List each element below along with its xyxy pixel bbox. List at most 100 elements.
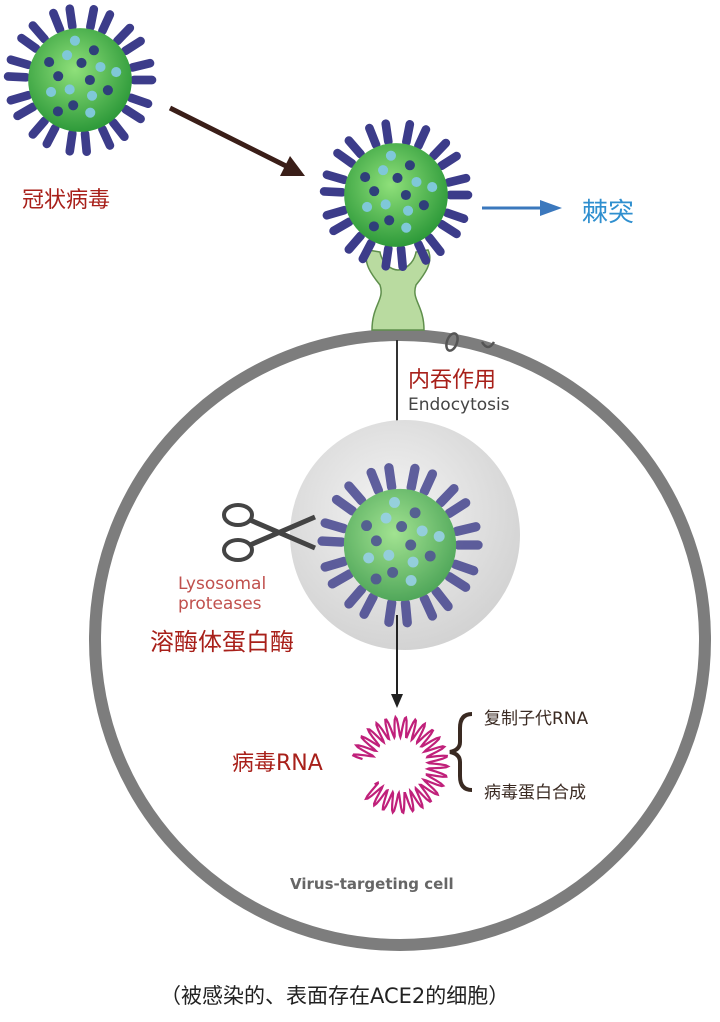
virus-body (344, 143, 448, 247)
scissors-icon (222, 503, 316, 562)
spike-protein (384, 463, 397, 492)
surface-protein (76, 57, 87, 68)
spike-protein (359, 592, 378, 619)
surface-protein (380, 512, 392, 524)
surface-protein (111, 67, 122, 78)
spike-protein (344, 584, 367, 609)
viral-rna-coil (351, 714, 451, 815)
approach-arrow-head (280, 156, 305, 176)
surface-protein (363, 552, 375, 564)
spike-protein (429, 138, 451, 161)
surface-protein (68, 100, 79, 111)
surface-protein (433, 530, 445, 542)
spike-protein (6, 55, 33, 70)
spike-protein (431, 586, 453, 612)
spike-protein (450, 559, 479, 576)
coronavirus-bound (319, 119, 473, 272)
label-endocytosis-en: Endocytosis (408, 395, 510, 415)
surface-protein (369, 186, 380, 197)
surface-protein (53, 71, 64, 82)
spike-protein (3, 72, 31, 82)
surface-protein (404, 160, 415, 171)
surface-protein (361, 520, 373, 532)
coronavirus-free (3, 4, 157, 157)
surface-protein (380, 199, 391, 210)
surface-protein (84, 74, 95, 86)
surface-protein (385, 150, 396, 161)
surface-protein (370, 535, 382, 547)
spike-protein (444, 173, 471, 187)
surface-protein (405, 539, 417, 551)
label-lysosomal-en-1: Lysosomal (178, 574, 267, 594)
spike-protein (414, 239, 431, 265)
label-viral-rna: 病毒RNA (232, 751, 323, 776)
spike-protein (319, 187, 347, 197)
membrane-pit (480, 341, 496, 349)
surface-protein (88, 45, 99, 56)
label-lysosomal-cn: 溶酶体蛋白酶 (150, 628, 294, 656)
surface-protein (378, 165, 389, 176)
spike-protein (98, 10, 115, 36)
surface-protein (85, 107, 96, 118)
spike-protein (320, 518, 349, 534)
spike-protein (419, 469, 438, 497)
spike-protein (444, 498, 471, 519)
surface-protein (387, 566, 399, 578)
brace-icon (449, 712, 473, 792)
ace2-receptor (365, 249, 431, 331)
label-coronavirus: 冠状病毒 (22, 188, 111, 213)
release-arrow-head (391, 694, 403, 708)
cell-membrane (89, 329, 711, 951)
surface-protein (62, 50, 73, 61)
spike-protein (86, 5, 99, 32)
spike-protein (452, 522, 481, 537)
spike-protein (327, 569, 354, 589)
surface-protein (427, 182, 438, 193)
spike-protein (126, 93, 153, 109)
virus-body (28, 28, 132, 132)
surface-protein (403, 205, 414, 216)
spike-protein (13, 102, 38, 121)
surface-protein (405, 574, 417, 586)
coronavirus-in-lysosome (317, 463, 483, 628)
label-endocytosis-cn: 内吞作用 (408, 368, 497, 393)
surface-protein (411, 176, 422, 188)
surface-protein (409, 507, 421, 519)
spike-protein (344, 481, 367, 506)
spike-protein (17, 33, 41, 53)
surface-protein (424, 550, 436, 562)
spike-protein (400, 598, 412, 628)
spike-protein (402, 120, 415, 147)
surface-protein (396, 521, 408, 532)
spike-protein (384, 598, 397, 627)
spike-protein (28, 116, 49, 139)
surface-protein (400, 189, 411, 201)
spike-protein (358, 238, 376, 264)
spike-protein (322, 205, 349, 220)
spike-protein (344, 136, 365, 159)
surface-protein (360, 172, 371, 183)
spike-protein (329, 217, 354, 236)
spike-protein (65, 129, 77, 156)
spike-protein (344, 231, 365, 254)
spike-protein (121, 104, 145, 124)
spike-protein (442, 208, 469, 224)
spike-protein (98, 124, 115, 150)
spike-protein (381, 244, 393, 271)
surface-protein (401, 222, 412, 233)
spike-protein (435, 483, 459, 508)
spike-protein (396, 244, 407, 272)
spike-protein (381, 119, 393, 146)
spike-protein (444, 571, 471, 592)
membrane-pit (445, 332, 459, 352)
spike-protein (424, 233, 445, 257)
spike-protein (333, 148, 357, 168)
spike-protein (317, 536, 347, 547)
spike-protein (365, 123, 381, 150)
surface-protein (69, 35, 80, 46)
surface-protein (418, 200, 429, 211)
surface-protein (368, 221, 379, 232)
spike-protein (331, 494, 358, 516)
spike-protein (322, 170, 349, 185)
spike-protein (406, 463, 420, 493)
